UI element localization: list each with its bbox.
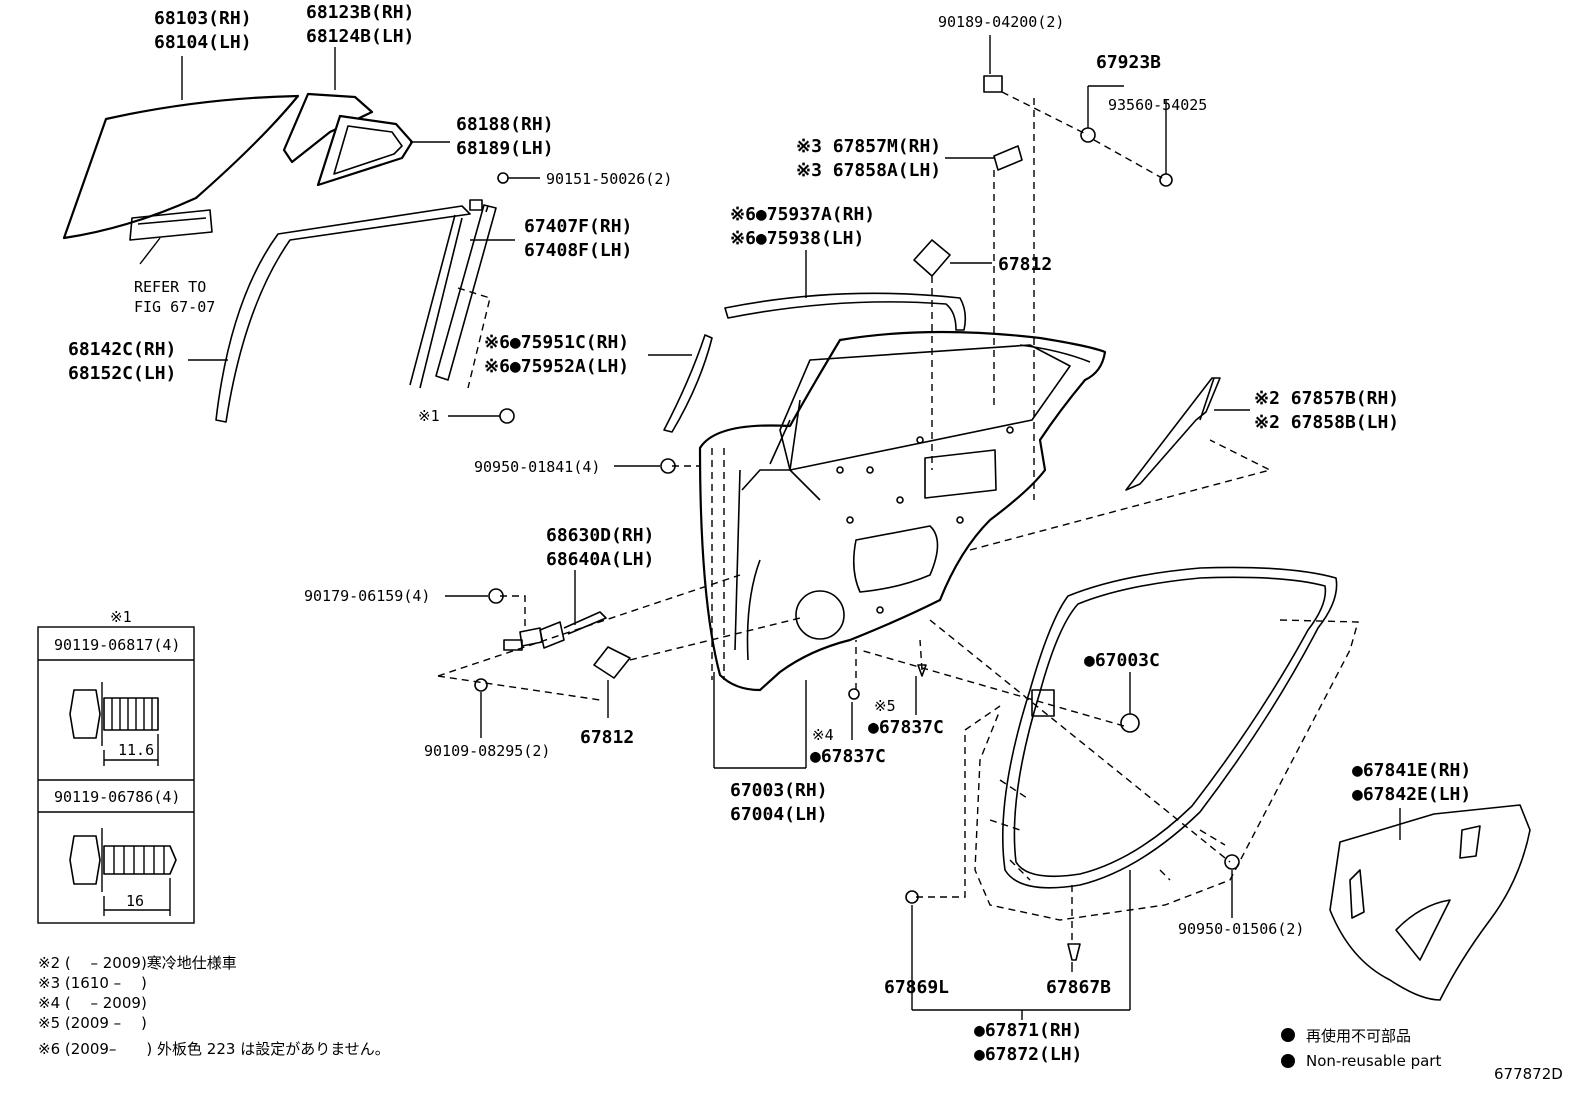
- label-refer-to-1: REFER TO: [134, 278, 206, 296]
- label-run-rh: 68142C(RH): [68, 339, 176, 360]
- flange-bolt-short-icon: [69, 682, 159, 746]
- legend: 再使用不可部品 Non-reusable part 677872D: [1281, 1027, 1563, 1083]
- note-6: ※6 (2009– ) 外板色 223 は設定がありません。: [38, 1040, 390, 1058]
- label-mark1: ※1: [418, 407, 440, 425]
- label-moulding-lh: ※6●75938(LH): [730, 228, 864, 249]
- label-67837c-b: ●67837C: [868, 717, 944, 738]
- nonreusable-bullet-icon-2: [1281, 1054, 1295, 1068]
- lower-channel-drawing: [435, 199, 497, 389]
- label-belt-rh: ※6●75951C(RH): [484, 332, 629, 353]
- door-glass-drawing: [62, 94, 300, 241]
- leader-lines: [139, 35, 1401, 1020]
- label-silencer-lh: ●67842E(LH): [1352, 784, 1471, 805]
- part-labels: 68103(RH) 68104(LH) 68123B(RH) 68124B(LH…: [68, 2, 1471, 1065]
- label-quarter-weather-lh: 68189(LH): [456, 138, 554, 159]
- label-clip-90950-01841: 90950-01841(4): [474, 458, 600, 476]
- label-screw-90151: 90151-50026(2): [546, 170, 672, 188]
- label-quarter-glass-rh: 68123B(RH): [306, 2, 414, 23]
- label-refer-to-2: FIG 67-07: [134, 298, 215, 316]
- label-67923b: 67923B: [1096, 52, 1161, 73]
- belt-moulding-drawing: [663, 334, 713, 433]
- seal-pads-drawing: [593, 239, 951, 679]
- inset-bolt2-part: 90119-06786(4): [54, 788, 180, 806]
- label-triangle-lh: ※2 67858B(LH): [1254, 412, 1399, 433]
- door-panel-drawing: [698, 330, 1107, 692]
- label-quarter-weather-rh: 68188(RH): [456, 114, 554, 135]
- fasteners-drawing: [474, 75, 1240, 961]
- hinge-drawing: [503, 611, 607, 651]
- note-2: ※2 ( – 2009)寒冷地仕様車: [38, 954, 237, 972]
- triangle-cover-drawing: [1125, 377, 1221, 491]
- inset-bolt2-length: 16: [126, 892, 144, 910]
- label-screw-93560: 93560-54025: [1108, 96, 1207, 114]
- quarter-weatherstrip-drawing: [316, 114, 414, 187]
- glass-run-drawing: [215, 205, 471, 423]
- label-67869l: 67869L: [884, 977, 949, 998]
- legend-nonreusable-en: Non-reusable part: [1306, 1052, 1441, 1070]
- bolt-inset: ※1 90119-06817(4) 90119-06786(4) 11.6 16: [37, 608, 195, 924]
- label-panel-lh: 67004(LH): [730, 804, 828, 825]
- label-glass-rh: 68103(RH): [154, 8, 252, 29]
- door-weatherstrip-drawing: [974, 566, 1359, 921]
- label-glass-lh: 68104(LH): [154, 32, 252, 53]
- label-67867b: 67867B: [1046, 977, 1111, 998]
- note-4: ※4 ( – 2009): [38, 994, 147, 1012]
- nonreusable-bullet-icon: [1281, 1028, 1295, 1042]
- label-panel-rh: 67003(RH): [730, 780, 828, 801]
- footnotes: ※2 ( – 2009)寒冷地仕様車 ※3 (1610 – ) ※4 ( – 2…: [38, 954, 390, 1058]
- legend-nonreusable-jp: 再使用不可部品: [1306, 1027, 1411, 1045]
- flange-bolt-long-icon: [69, 828, 177, 892]
- label-quarter-glass-lh: 68124B(LH): [306, 26, 414, 47]
- label-cover-rh: ※3 67857M(RH): [796, 136, 941, 157]
- label-weatherstrip-rh: ●67871(RH): [974, 1020, 1082, 1041]
- label-bolt-90189: 90189-04200(2): [938, 13, 1064, 31]
- label-bolt-90179: 90179-06159(4): [304, 587, 430, 605]
- label-67837c-a: ●67837C: [810, 746, 886, 767]
- inset-mark: ※1: [110, 608, 132, 626]
- inset-bolt1-part: 90119-06817(4): [54, 636, 180, 654]
- inset-bolt1-length: 11.6: [118, 741, 154, 759]
- label-moulding-rh: ※6●75937A(RH): [730, 204, 875, 225]
- label-hinge-rh: 68630D(RH): [546, 525, 654, 546]
- label-channel-rh: 67407F(RH): [524, 216, 632, 237]
- label-belt-lh: ※6●75952A(LH): [484, 356, 629, 377]
- label-run-lh: 68152C(LH): [68, 363, 176, 384]
- label-triangle-rh: ※2 67857B(RH): [1254, 388, 1399, 409]
- label-silencer-rh: ●67841E(RH): [1352, 760, 1471, 781]
- label-seal-67812-b: 67812: [580, 727, 634, 748]
- label-67003c: ●67003C: [1084, 650, 1160, 671]
- figure-id: 677872D: [1494, 1065, 1563, 1083]
- label-weatherstrip-lh: ●67872(LH): [974, 1044, 1082, 1065]
- label-67812-top: 67812: [998, 254, 1052, 275]
- label-mark4: ※4: [812, 726, 834, 744]
- label-mark5: ※5: [874, 697, 896, 715]
- label-hinge-lh: 68640A(LH): [546, 549, 654, 570]
- label-cover-lh: ※3 67858A(LH): [796, 160, 941, 181]
- label-bolt-90109: 90109-08295(2): [424, 742, 550, 760]
- silencer-drawing: [1329, 804, 1531, 1001]
- label-clip-90950-01506: 90950-01506(2): [1178, 920, 1304, 938]
- quarter-glass-drawing: [282, 92, 374, 164]
- upper-moulding-drawing: [724, 292, 967, 331]
- note-3: ※3 (1610 – ): [38, 974, 147, 992]
- label-channel-lh: 67408F(LH): [524, 240, 632, 261]
- note-5: ※5 (2009 – ): [38, 1014, 147, 1032]
